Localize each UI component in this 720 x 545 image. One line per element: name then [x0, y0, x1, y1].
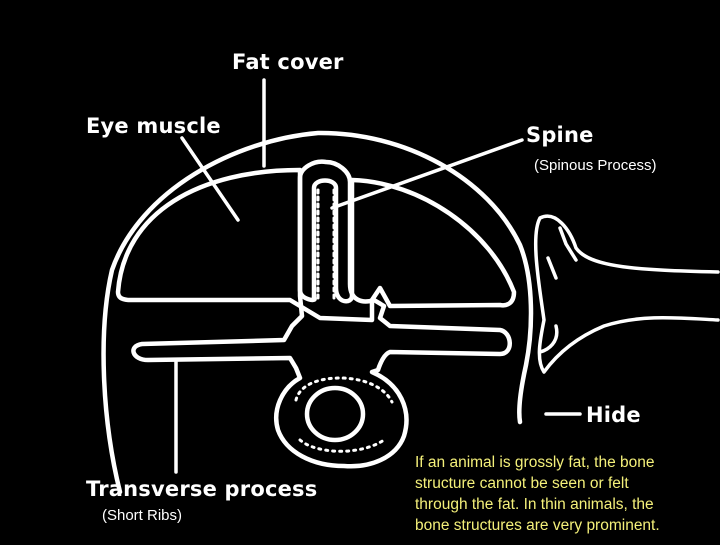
- hide-fold: [534, 214, 720, 374]
- eye-muscle-leader: [180, 136, 240, 222]
- label-hide: Hide: [586, 403, 641, 427]
- label-transverse-process: Transverse process: [86, 477, 318, 501]
- note-line: structure cannot be seen or felt: [415, 475, 629, 492]
- label-eye-muscle: Eye muscle: [86, 114, 221, 138]
- spinous-process: [131, 159, 512, 469]
- spinal-canal: [304, 385, 366, 443]
- vertebral-body-texture: [294, 376, 394, 453]
- note-line: through the fat. In thin animals, the: [415, 496, 654, 513]
- fat-cover-outline: [101, 130, 534, 495]
- spine-leader: [330, 138, 524, 210]
- note-line: If an animal is grossly fat, the bone: [415, 454, 655, 471]
- label-spinous-process: (Spinous Process): [534, 157, 657, 174]
- note-line: bone structures are very prominent.: [415, 517, 660, 534]
- label-spine: Spine: [526, 123, 594, 147]
- eye-muscle-outline: [115, 167, 517, 323]
- label-fat-cover: Fat cover: [232, 50, 344, 74]
- explanation-note: If an animal is grossly fat, the bone st…: [415, 452, 715, 536]
- label-short-ribs: (Short Ribs): [102, 507, 183, 524]
